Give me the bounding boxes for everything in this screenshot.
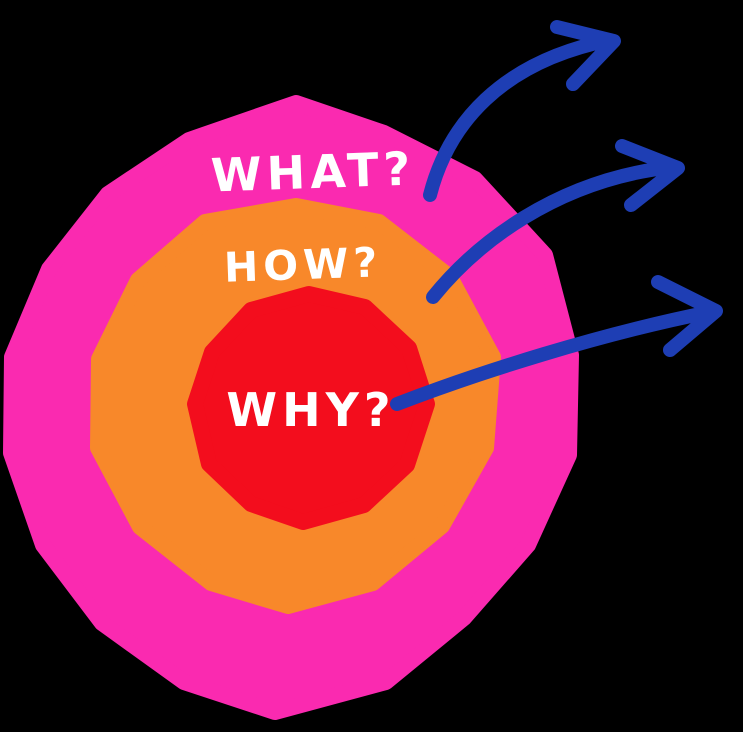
why-arrow bbox=[390, 275, 723, 411]
why-label: WHY? bbox=[226, 383, 395, 437]
what-label: WHAT? bbox=[210, 141, 416, 202]
how-label: HOW? bbox=[223, 238, 383, 291]
why-circle bbox=[187, 286, 435, 530]
how-arrow bbox=[426, 139, 685, 304]
what-arrow bbox=[423, 20, 621, 202]
